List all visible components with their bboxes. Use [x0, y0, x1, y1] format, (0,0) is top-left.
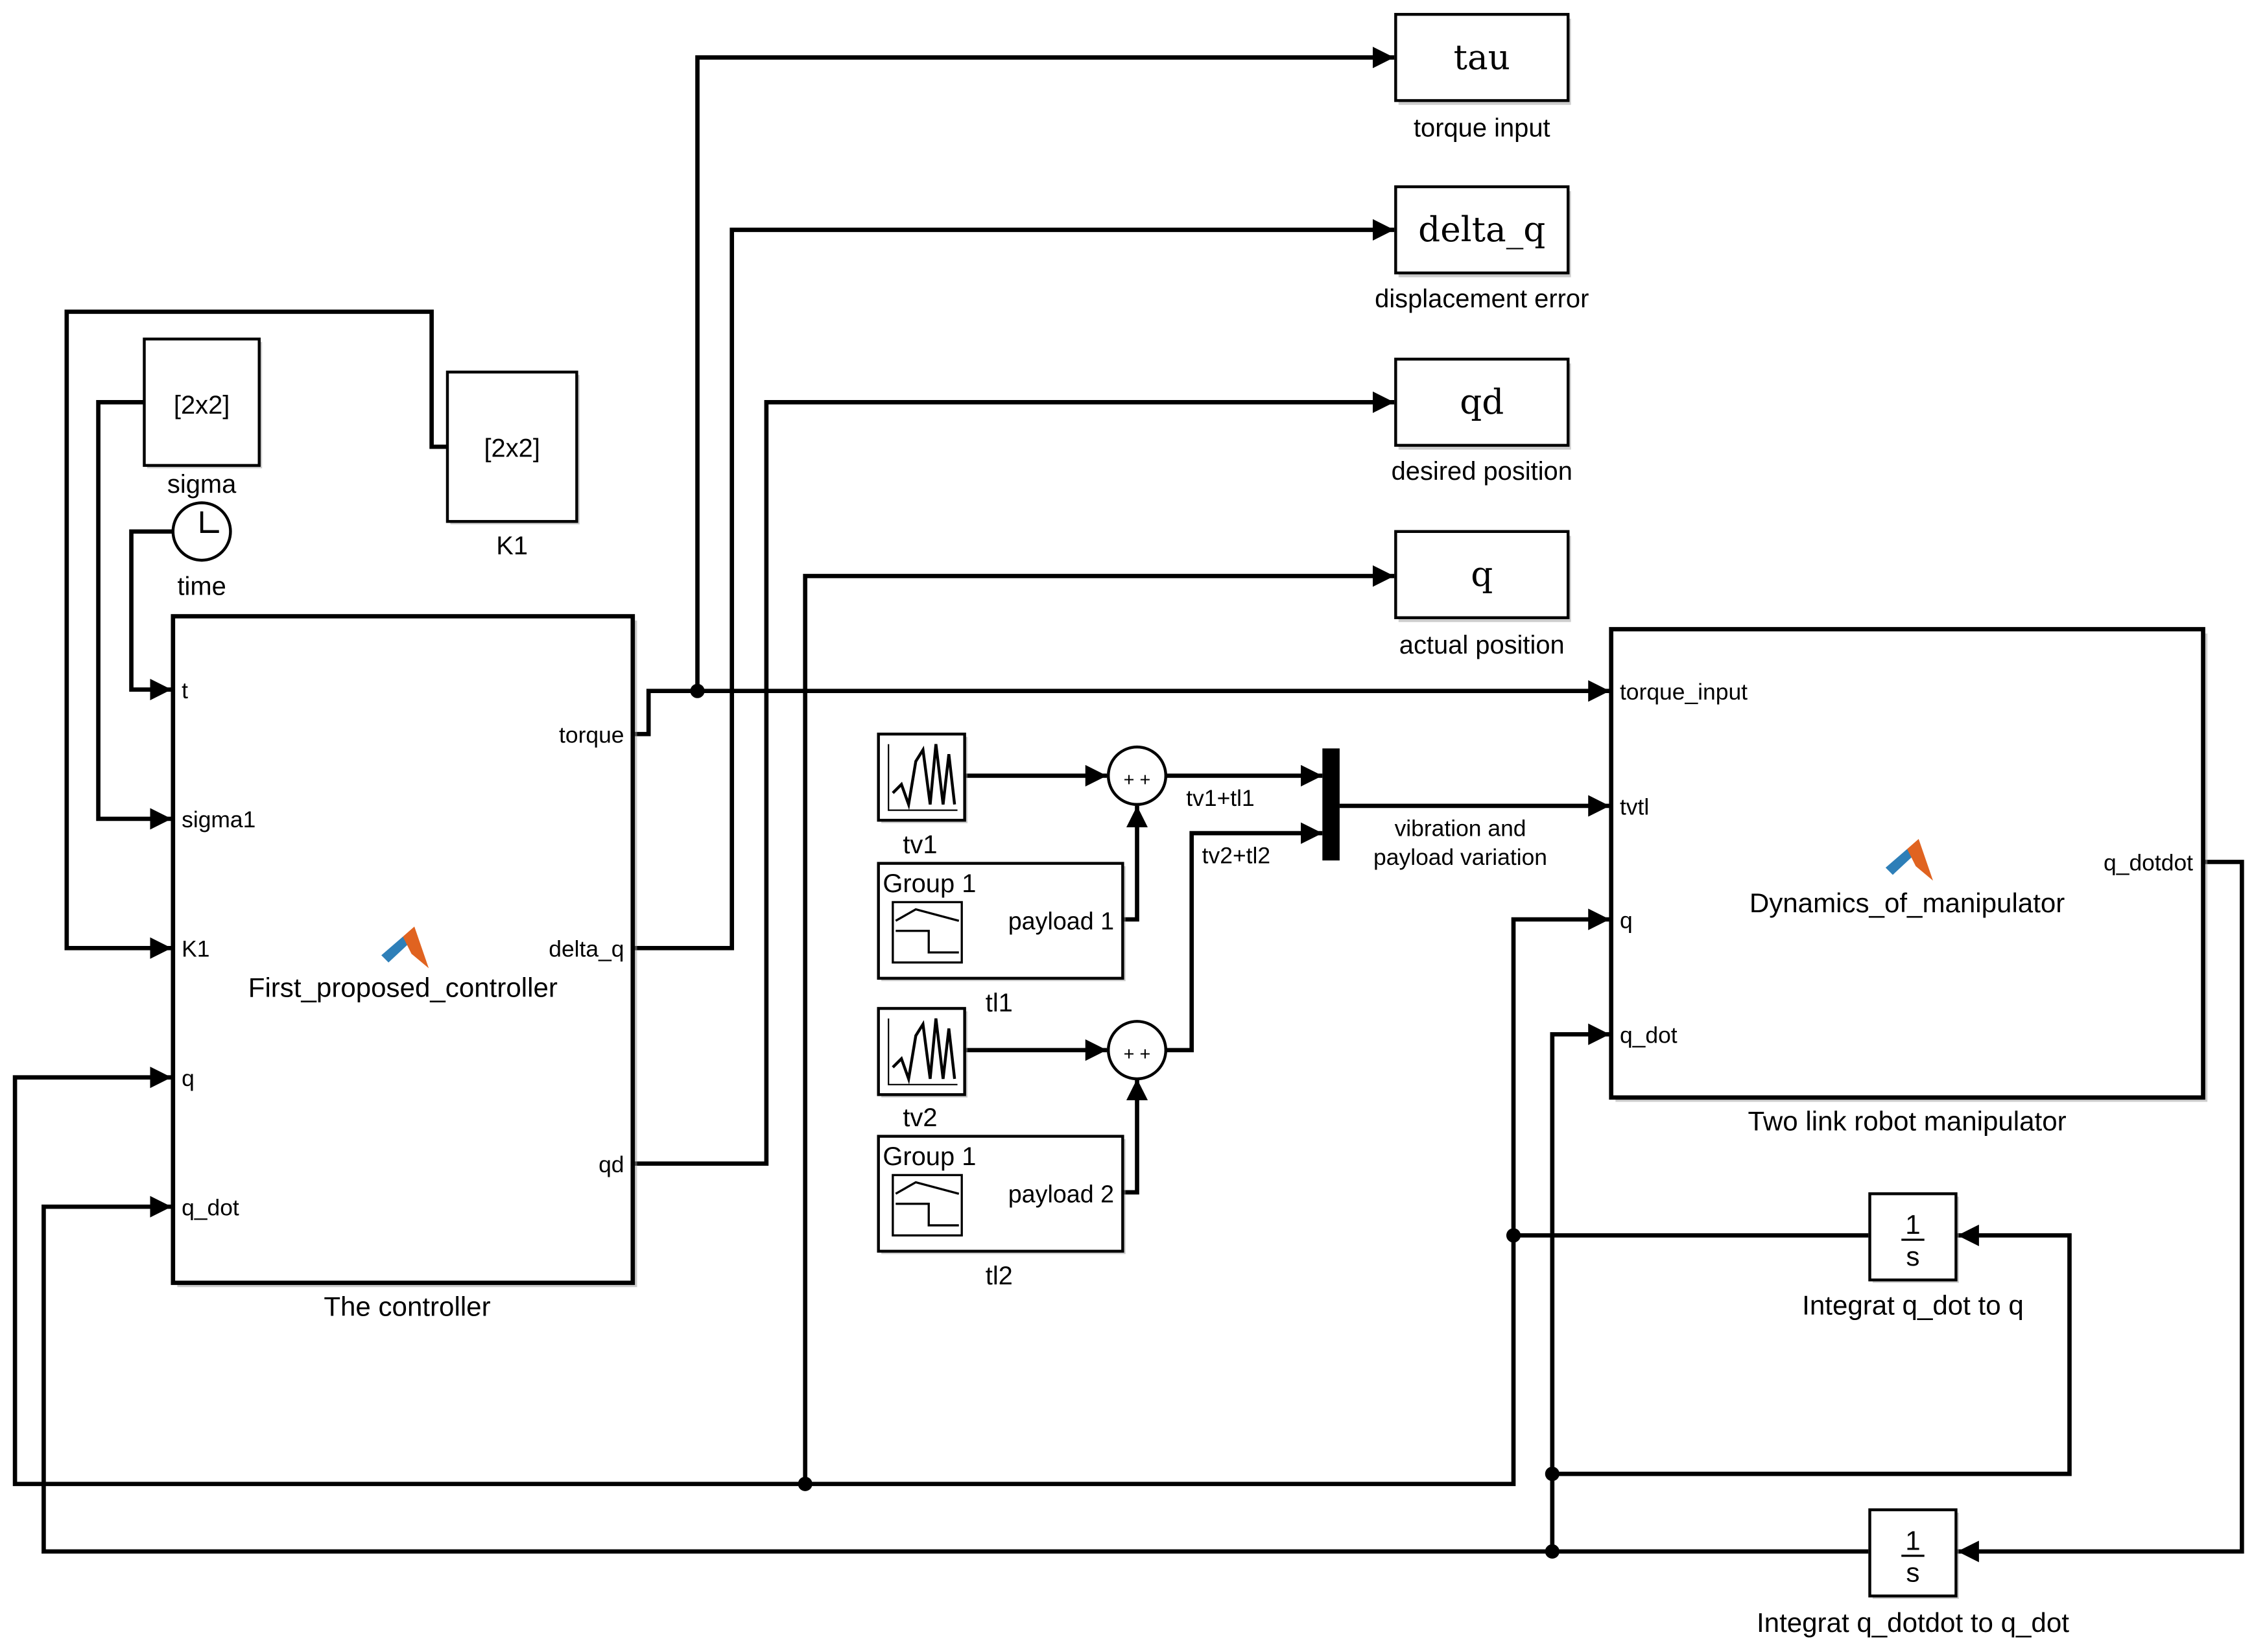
signal-builder-group: Group 1 — [883, 869, 976, 898]
signal-builder-label: tl1 — [986, 989, 1013, 1017]
plant-port-tvtl: tvtl — [1620, 794, 1649, 820]
controller-port-torque: torque — [559, 722, 624, 748]
signal-label-mux-line1: vibration and — [1395, 816, 1526, 842]
integrator-numerator: 1 — [1905, 1526, 1920, 1556]
constant-value: [2x2] — [484, 434, 540, 463]
plant-function-name: Dynamics_of_manipulator — [1750, 888, 2065, 918]
sum-signs: + + — [1124, 1044, 1151, 1065]
integrator-q-block[interactable]: 1 s Integrat q_dot to q — [1802, 1192, 2024, 1320]
controller-port-k1: K1 — [182, 936, 209, 962]
scope-label: actual position — [1399, 631, 1565, 659]
clock-icon — [200, 511, 219, 534]
source-label: tv2 — [903, 1103, 937, 1132]
waveform-icon — [892, 744, 956, 810]
scope-qd-block[interactable]: qd desired position — [1392, 357, 1572, 486]
waveform-icon — [892, 1018, 956, 1085]
signal-label-tv2-tl2: tv2+tl2 — [1202, 843, 1270, 869]
controller-subsystem[interactable]: t sigma1 K1 q q_dot torque delta_q qd Fi… — [171, 614, 637, 1322]
scope-tau-block[interactable]: tau torque input — [1394, 12, 1571, 142]
scope-delta-q-block[interactable]: delta_q displacement error — [1375, 185, 1589, 313]
controller-title: The controller — [324, 1292, 490, 1322]
scope-name: q — [1471, 554, 1493, 595]
scope-label: desired position — [1392, 457, 1572, 486]
constant-value: [2x2] — [174, 391, 230, 419]
scope-label: displacement error — [1375, 285, 1589, 313]
integrator-label: Integrat q_dotdot to q_dot — [1757, 1607, 2069, 1638]
signal-builder-tl1-block[interactable]: Group 1 payload 1 tl1 — [877, 862, 1126, 1017]
sum-block-2[interactable]: + + — [1106, 1020, 1168, 1081]
scope-name: tau — [1454, 37, 1510, 77]
signal-builder-icon — [892, 901, 963, 964]
source-label: tv1 — [903, 831, 937, 859]
integrator-numerator: 1 — [1905, 1209, 1920, 1240]
scope-name: qd — [1460, 382, 1504, 422]
constant-label: sigma — [167, 470, 237, 499]
signal-builder-label: tl2 — [986, 1262, 1013, 1290]
signal-builder-tl2-block[interactable]: Group 1 payload 2 tl2 — [877, 1135, 1126, 1290]
controller-port-qd: qd — [599, 1151, 624, 1177]
integrator-label: Integrat q_dot to q — [1802, 1290, 2024, 1320]
scope-label: torque input — [1414, 113, 1550, 142]
integrator-denominator: s — [1906, 1241, 1919, 1271]
signal-builder-signal: payload 1 — [1008, 908, 1114, 935]
constant-k1-block[interactable]: [2x2] K1 — [445, 370, 580, 560]
plant-port-q-dotdot: q_dotdot — [2104, 850, 2193, 876]
signal-builder-icon — [892, 1174, 963, 1237]
plant-title: Two link robot manipulator — [1748, 1106, 2067, 1137]
sum-signs: + + — [1124, 770, 1151, 790]
signal-label-mux-line2: payload variation — [1373, 844, 1547, 870]
controller-port-t: t — [182, 678, 188, 703]
signal-lines — [12, 47, 2244, 1563]
plant-subsystem[interactable]: torque_input tvtl q q_dot q_dotdot Dynam… — [1609, 627, 2208, 1137]
controller-port-q: q — [182, 1065, 195, 1091]
integrator-q-dot-block[interactable]: 1 s Integrat q_dotdot to q_dot — [1757, 1508, 2069, 1638]
clock-label: time — [177, 572, 226, 600]
plant-port-q: q — [1620, 907, 1633, 933]
matlab-logo-icon — [1885, 838, 1933, 881]
controller-function-name: First_proposed_controller — [248, 973, 558, 1003]
plant-port-q-dot: q_dot — [1620, 1022, 1678, 1048]
controller-port-delta-q: delta_q — [549, 936, 624, 962]
source-tv2-block[interactable]: tv2 — [877, 1007, 968, 1132]
signal-builder-signal: payload 2 — [1008, 1181, 1114, 1208]
signal-builder-group: Group 1 — [883, 1142, 976, 1171]
constant-label: K1 — [496, 532, 528, 560]
sum-block-1[interactable]: + + — [1106, 745, 1168, 806]
scope-name: delta_q — [1418, 209, 1545, 250]
plant-port-torque-input: torque_input — [1620, 679, 1748, 705]
signal-label-tv1-tl1: tv1+tl1 — [1186, 785, 1254, 811]
constant-sigma-block[interactable]: [2x2] sigma — [143, 337, 263, 499]
source-tv1-block[interactable]: tv1 — [877, 732, 968, 859]
controller-port-sigma1: sigma1 — [182, 807, 255, 832]
matlab-logo-icon — [381, 926, 429, 969]
integrator-denominator: s — [1906, 1557, 1919, 1587]
mux-block[interactable] — [1322, 748, 1340, 861]
scope-q-block[interactable]: q actual position — [1394, 530, 1571, 659]
controller-port-q-dot: q_dot — [182, 1194, 239, 1220]
clock-block[interactable]: time — [171, 501, 232, 600]
